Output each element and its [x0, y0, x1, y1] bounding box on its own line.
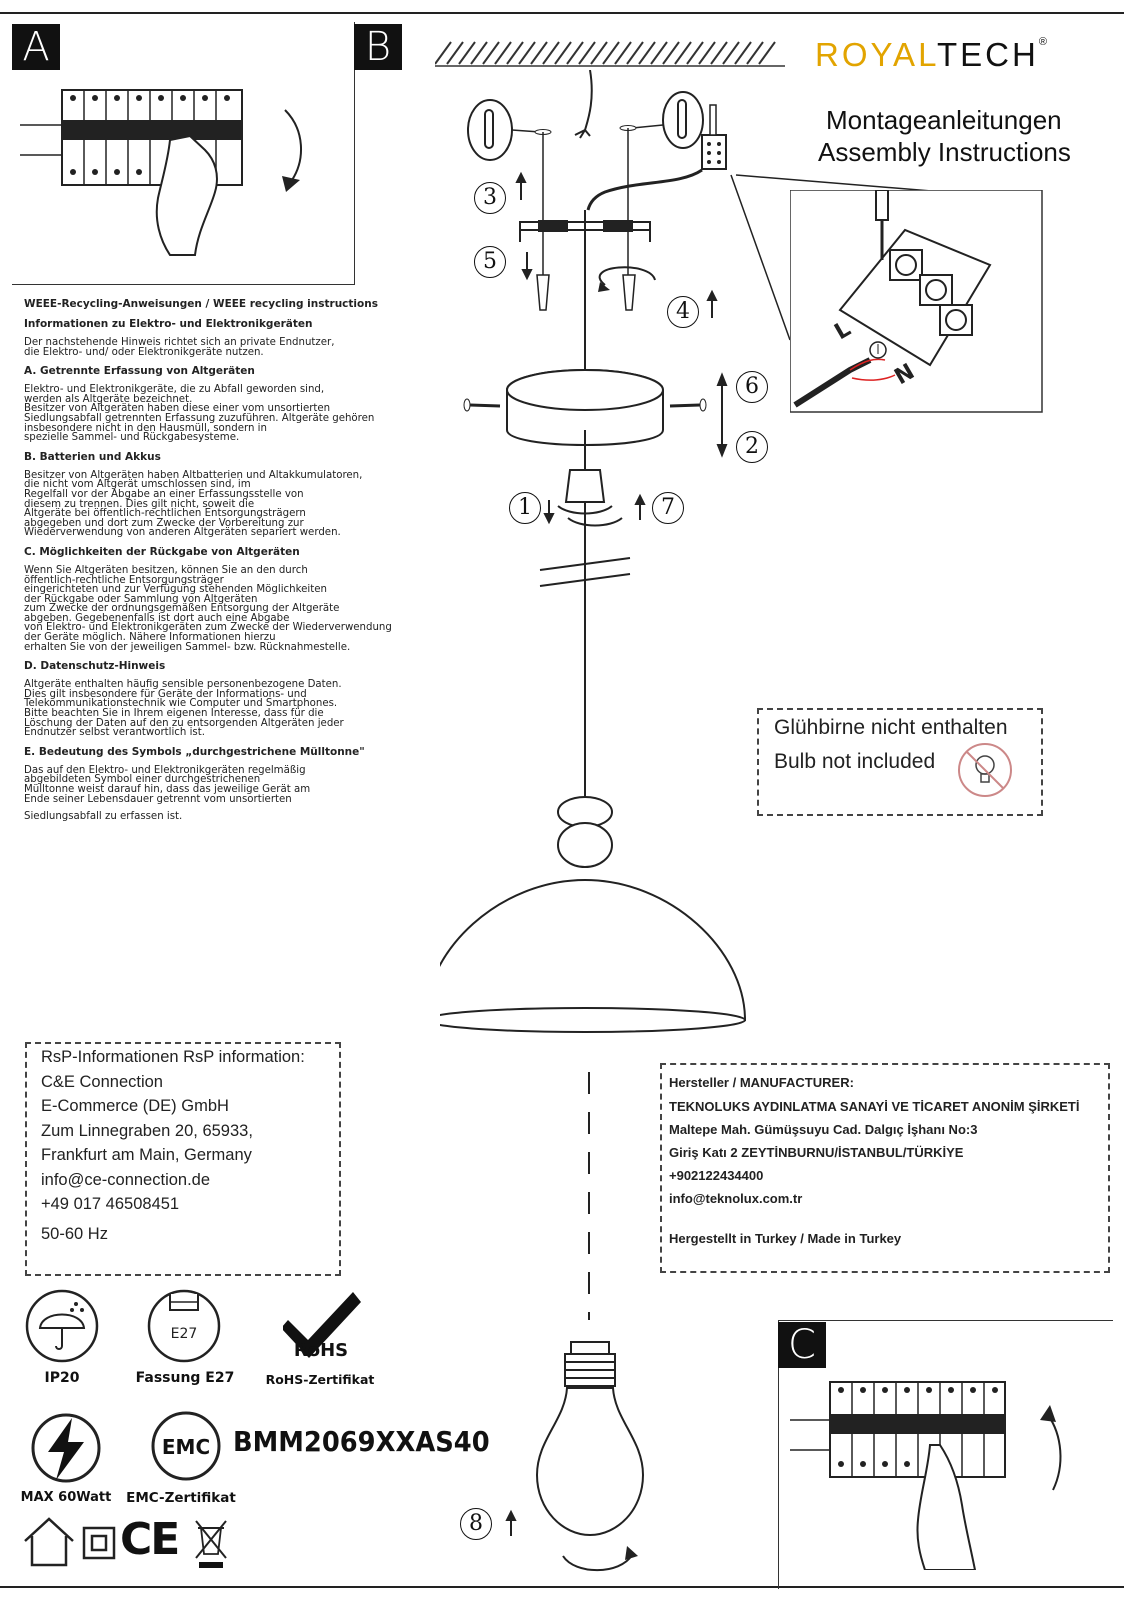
rsp-email: info@ce-connection.de — [41, 1171, 211, 1189]
rohs-inner-text: RoHS — [294, 1340, 348, 1360]
bulb-note-de: Glühbirne nicht enthalten — [774, 716, 1008, 739]
weee-e-text: Das auf den Elektro- und Elektronikgerät… — [24, 764, 311, 805]
step-3: 3 — [474, 182, 506, 214]
emc-inner-text: EMC — [162, 1435, 210, 1459]
e27-label: Fassung E27 — [135, 1370, 235, 1386]
rsp-city: Frankfurt am Main, Germany — [41, 1146, 252, 1164]
e27-socket-icon: E27 — [147, 1289, 221, 1363]
panel-c-frame — [778, 1320, 1113, 1589]
emc-icon: EMC — [151, 1411, 221, 1481]
weee-c-text: Wenn Sie Altgeräten besitzen, können Sie… — [24, 564, 392, 653]
no-bulb-icon — [958, 743, 1012, 797]
ip20-umbrella-icon — [25, 1289, 99, 1363]
mfr-made-in: Hergestellt in Turkey / Made in Turkey — [669, 1231, 902, 1246]
brand-logo: ROYALTECH® — [815, 36, 1050, 73]
mfr-phone: +902122434400 — [669, 1168, 764, 1183]
weee-e-heading: E. Bedeutung des Symbols „durchgestriche… — [24, 745, 365, 758]
bottom-rule — [0, 1586, 1124, 1588]
weee-d-heading: D. Datenschutz-Hinweis — [24, 660, 166, 673]
step-2: 2 — [736, 431, 768, 463]
weee-b-heading: B. Batterien und Akkus — [24, 450, 161, 463]
weee-heading: WEEE-Recycling-Anweisungen / WEEE recycl… — [24, 298, 378, 310]
step-4: 4 — [667, 296, 699, 328]
mfr-email: info@teknolux.com.tr — [669, 1191, 803, 1206]
class-ii-icon — [82, 1526, 116, 1560]
mfr-address-2: Giriş Katı 2 ZEYTİNBURNU/İSTANBUL/TÜRKİY… — [669, 1145, 964, 1160]
panel-b-label: B — [354, 24, 402, 70]
breaker-on-illustration — [790, 1381, 1062, 1570]
rsp-frequency: 50-60 Hz — [41, 1225, 108, 1243]
panel-a-label: A — [12, 24, 60, 70]
rsp-phone: +49 017 46508451 — [41, 1195, 180, 1213]
step-6: 6 — [736, 371, 768, 403]
title-en: Assembly Instructions — [818, 137, 1071, 167]
mfr-heading: Hersteller / MANUFACTURER: — [669, 1075, 854, 1090]
bulb-note-en: Bulb not included — [774, 750, 936, 773]
wiring-detail: L N — [790, 190, 1043, 413]
manufacturer-box: Hersteller / MANUFACTURER: TEKNOLUKS AYD… — [660, 1063, 1110, 1273]
weee-d-text: Altgeräte enthalten häufig sensible pers… — [24, 679, 344, 739]
mfr-name: TEKNOLUKS AYDINLATMA SANAYİ VE TİCARET A… — [669, 1099, 1080, 1114]
bulb-drawing — [535, 1341, 645, 1537]
ip20-label: IP20 — [44, 1370, 80, 1386]
weee-b-text: Besitzer von Altgeräten haben Altbatteri… — [24, 469, 363, 539]
lamp-assembly-drawing — [440, 70, 747, 1033]
bulb-not-included-box: Glühbirne nicht enthalten Bulb not inclu… — [757, 708, 1043, 816]
rsp-info-box: RsP-Informationen RsP information: C&E C… — [25, 1042, 341, 1276]
weee-c-heading: C. Möglichkeiten der Rückgabe von Altger… — [24, 545, 300, 558]
weee-bin-icon — [195, 1520, 227, 1568]
rohs-check-icon: RoHS — [283, 1292, 361, 1360]
weee-info-text: Der nachstehende Hinweis richtet sich an… — [24, 337, 335, 358]
model-number: BMM2069XXAS40 — [233, 1425, 490, 1458]
panel-c-label: C — [778, 1322, 826, 1368]
rsp-heading: RsP-Informationen RsP information: — [41, 1048, 305, 1066]
weee-a-text: Elektro- und Elektronikgeräte, die zu Ab… — [24, 384, 375, 444]
mfr-address-1: Maltepe Mah. Gümüşsuyu Cad. Dalgıç İşhan… — [669, 1122, 978, 1137]
rsp-company: C&E Connection — [41, 1073, 163, 1091]
indoor-house-icon — [24, 1517, 74, 1567]
step-8: 8 — [460, 1508, 492, 1540]
power-label: MAX 60Watt — [20, 1490, 112, 1505]
weee-e-tail: Siedlungsabfall zu erfassen ist. — [24, 811, 183, 823]
power-lightning-icon — [31, 1413, 101, 1483]
step-7: 7 — [652, 492, 684, 524]
rsp-entity: E-Commerce (DE) GmbH — [41, 1097, 229, 1115]
weee-a-heading: A. Getrennte Erfassung von Altgeräten — [24, 365, 255, 378]
weee-info-heading: Informationen zu Elektro- und Elektronik… — [24, 318, 313, 330]
title-de: Montageanleitungen — [826, 105, 1062, 135]
emc-label: EMC-Zertifikat — [126, 1490, 236, 1506]
step-5: 5 — [474, 246, 506, 278]
breaker-off-illustration — [20, 89, 302, 256]
weee-instructions: WEEE-Recycling-Anweisungen / WEEE recycl… — [24, 298, 444, 830]
ce-mark: CE — [120, 1514, 180, 1565]
top-rule — [0, 12, 1124, 14]
panel-a-frame — [12, 22, 355, 285]
ceiling-hatch — [435, 40, 785, 67]
e27-inner-text: E27 — [171, 1326, 198, 1342]
step-1: 1 — [509, 492, 541, 524]
rsp-street: Zum Linnegraben 20, 65933, — [41, 1122, 253, 1140]
rohs-label: RoHS-Zertifikat — [265, 1372, 375, 1387]
